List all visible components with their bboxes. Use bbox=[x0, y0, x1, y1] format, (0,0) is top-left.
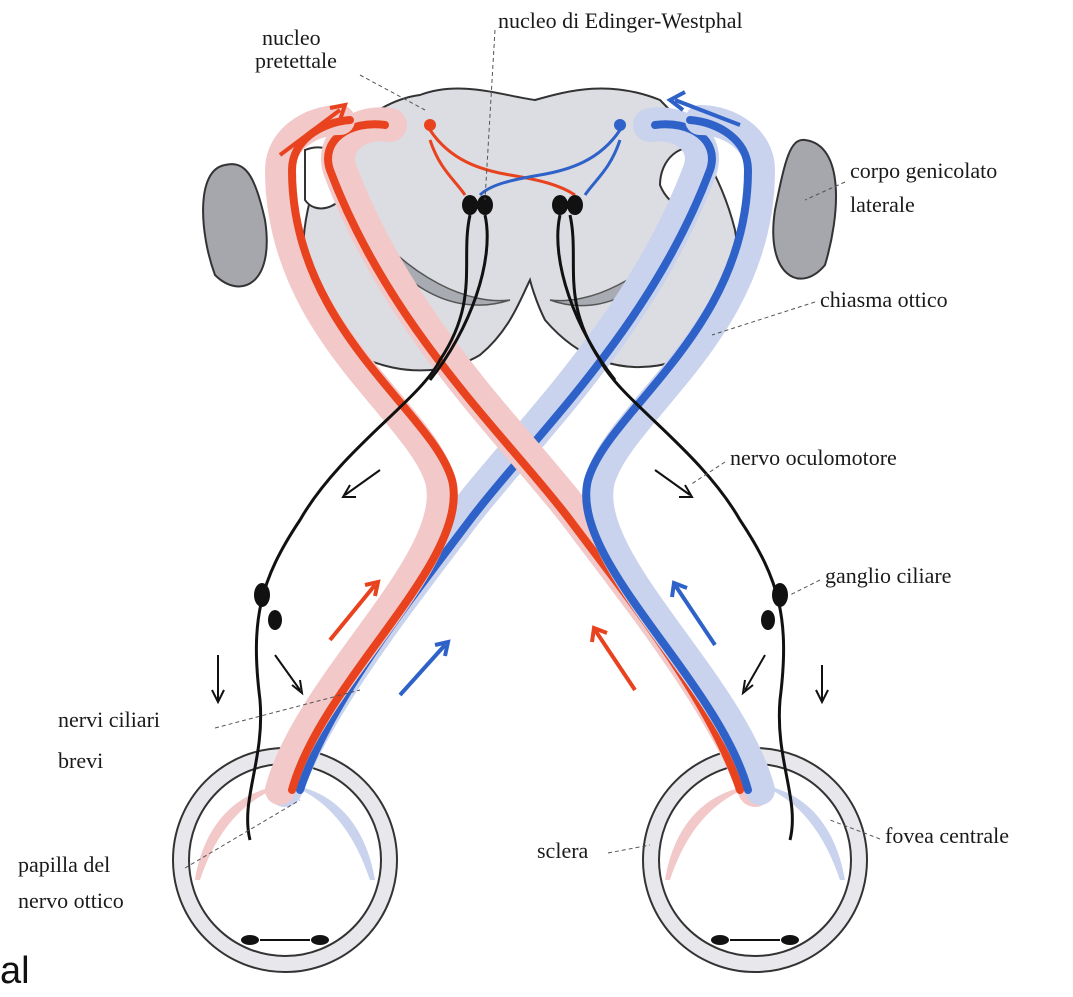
label-nervo-oculomotore: nervo oculomotore bbox=[730, 445, 897, 470]
label-edinger-westphal: nucleo di Edinger-Westphal bbox=[498, 8, 743, 33]
corpo-genicolato-right bbox=[773, 140, 836, 279]
label-corpo-genicolato-2: laterale bbox=[850, 192, 915, 217]
corpo-genicolato-left bbox=[203, 164, 267, 286]
label-papilla-1: papilla del bbox=[18, 852, 110, 877]
label-fovea-centrale: fovea centrale bbox=[885, 823, 1009, 848]
label-corpo-genicolato-1: corpo genicolato bbox=[850, 158, 997, 183]
label-chiasma-ottico: chiasma ottico bbox=[820, 287, 948, 312]
label-papilla-2: nervo ottico bbox=[18, 888, 124, 913]
ganglio-ciliare-right bbox=[761, 583, 788, 630]
label-ganglio-ciliare: ganglio ciliare bbox=[825, 563, 951, 588]
label-sclera: sclera bbox=[537, 838, 589, 863]
stray-text-fragment: al bbox=[0, 950, 30, 993]
label-nucleo-pretettale-1: nucleo bbox=[262, 25, 321, 50]
black-arrows bbox=[212, 470, 828, 702]
label-nervi-ciliari-2: brevi bbox=[58, 748, 103, 773]
label-nervi-ciliari-1: nervi ciliari bbox=[58, 707, 160, 732]
label-nucleo-pretettale-2: pretettale bbox=[255, 48, 337, 73]
